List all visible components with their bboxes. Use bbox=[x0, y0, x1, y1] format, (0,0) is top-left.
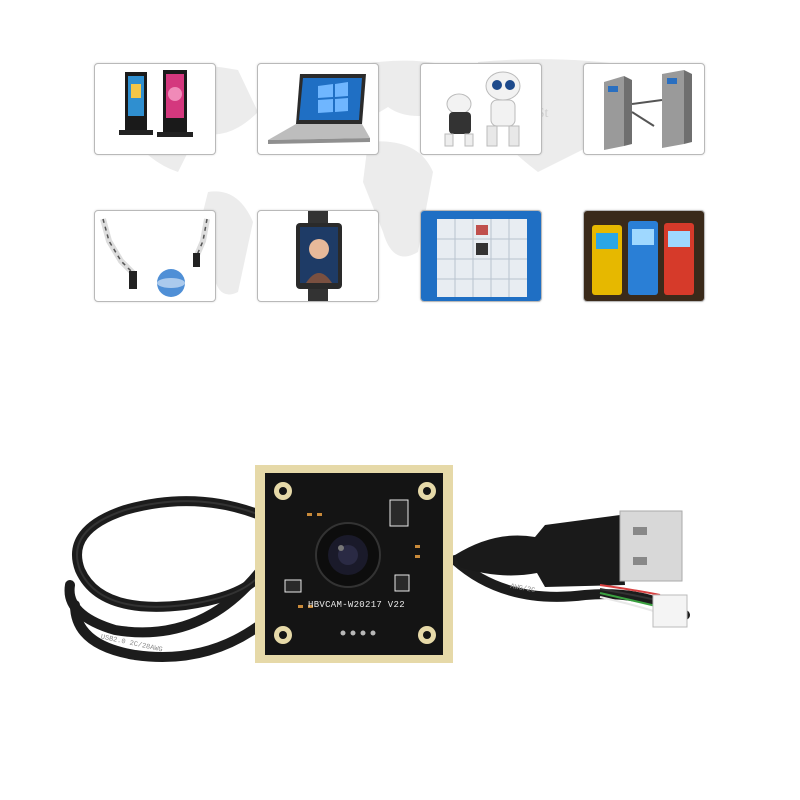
tile-turnstile bbox=[583, 63, 705, 155]
atm-kiosk-icon bbox=[584, 211, 704, 301]
robot-arm-icon bbox=[100, 218, 210, 297]
laptop-icon bbox=[268, 74, 370, 144]
tile-atm bbox=[583, 210, 705, 302]
robot-icon bbox=[444, 71, 521, 147]
turnstile-gate-icon bbox=[604, 70, 692, 150]
smart-locker-icon bbox=[421, 211, 541, 301]
tile-robot-arm bbox=[94, 210, 216, 302]
tile-robot bbox=[420, 63, 542, 155]
tile-locker bbox=[420, 210, 542, 302]
tile-face-terminal bbox=[257, 210, 379, 302]
tile-kiosk bbox=[94, 63, 216, 155]
usb-camera-module-image bbox=[64, 465, 690, 663]
face-recognition-terminal-icon bbox=[296, 211, 342, 301]
digital-signage-kiosk-icon bbox=[119, 70, 193, 137]
pcb-model-label: HBVCAM-W20217 V22 bbox=[308, 600, 405, 610]
tile-laptop bbox=[257, 63, 379, 155]
